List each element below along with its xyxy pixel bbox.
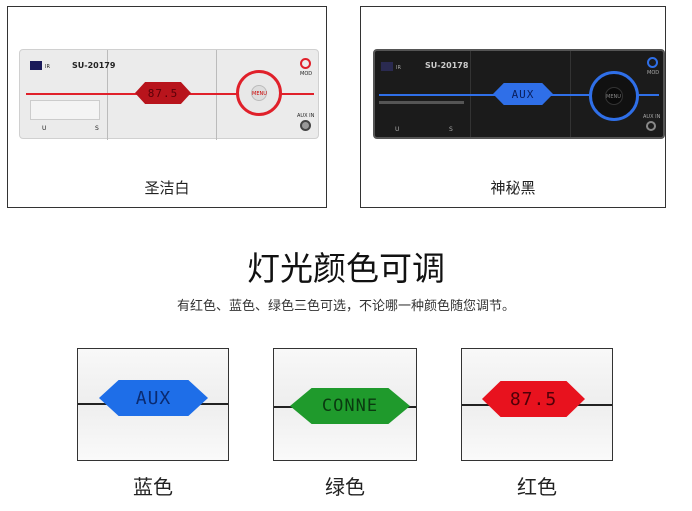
usb-label: U xyxy=(395,126,400,133)
power-button[interactable] xyxy=(300,58,311,69)
lcd-display: 87.5 xyxy=(482,381,585,417)
lcd-text: 87.5 xyxy=(147,86,179,100)
lcd-text: CONNE xyxy=(321,396,379,416)
product-card-black: IR SU-20178 AUX MENU MOD AUX IN U S 神秘黑 xyxy=(360,6,666,208)
color-label-red: 红色 xyxy=(517,475,557,499)
color-sample-green: CONNE xyxy=(273,348,417,461)
ir-label: IR xyxy=(396,65,401,71)
color-sample-red: 87.5 xyxy=(461,348,613,461)
aux-label: AUX IN xyxy=(297,113,315,119)
lcd-display: CONNE xyxy=(290,388,410,424)
mod-label: MOD xyxy=(647,70,660,76)
section-title: 灯光颜色可调 xyxy=(247,249,445,288)
lcd-text: AUX xyxy=(511,87,535,101)
product-name: 圣洁白 xyxy=(144,179,190,197)
sd-label: S xyxy=(449,126,453,133)
menu-button[interactable] xyxy=(605,87,623,105)
ir-label: IR xyxy=(45,64,50,70)
aux-jack xyxy=(646,121,656,131)
color-sample-blue: AUX xyxy=(77,348,229,461)
ir-sensor xyxy=(381,62,393,71)
product-card-white: IR SU-20179 87.5 MENU MOD AUX IN U S 圣洁白 xyxy=(7,6,327,208)
lcd-display: AUX xyxy=(493,83,553,105)
mod-label: MOD xyxy=(300,71,313,77)
ir-sensor xyxy=(30,61,42,70)
usb-label: U xyxy=(42,125,47,132)
color-label-green: 绿色 xyxy=(325,475,365,499)
sd-label: S xyxy=(95,125,99,132)
lcd-text: AUX xyxy=(135,387,172,409)
lcd-display: 87.5 xyxy=(135,82,191,104)
menu-label: MENU xyxy=(606,94,621,100)
menu-button[interactable] xyxy=(251,85,267,101)
model-number: SU-20179 xyxy=(72,61,116,70)
menu-label: MENU xyxy=(252,91,267,97)
aux-jack xyxy=(300,120,311,131)
stereo-image-black: IR SU-20178 AUX MENU MOD AUX IN U S xyxy=(373,49,665,139)
model-number: SU-20178 xyxy=(425,61,469,70)
power-button[interactable] xyxy=(647,57,658,68)
aux-label: AUX IN xyxy=(643,114,661,120)
color-label-blue: 蓝色 xyxy=(133,475,173,499)
section-subtitle: 有红色、蓝色、绿色三色可选，不论哪一种颜色随您调节。 xyxy=(176,299,515,314)
product-name: 神秘黑 xyxy=(490,179,536,197)
lcd-text: 87.5 xyxy=(509,388,558,410)
stereo-image-white: IR SU-20179 87.5 MENU MOD AUX IN U S xyxy=(19,49,319,140)
lcd-display: AUX xyxy=(99,380,208,416)
